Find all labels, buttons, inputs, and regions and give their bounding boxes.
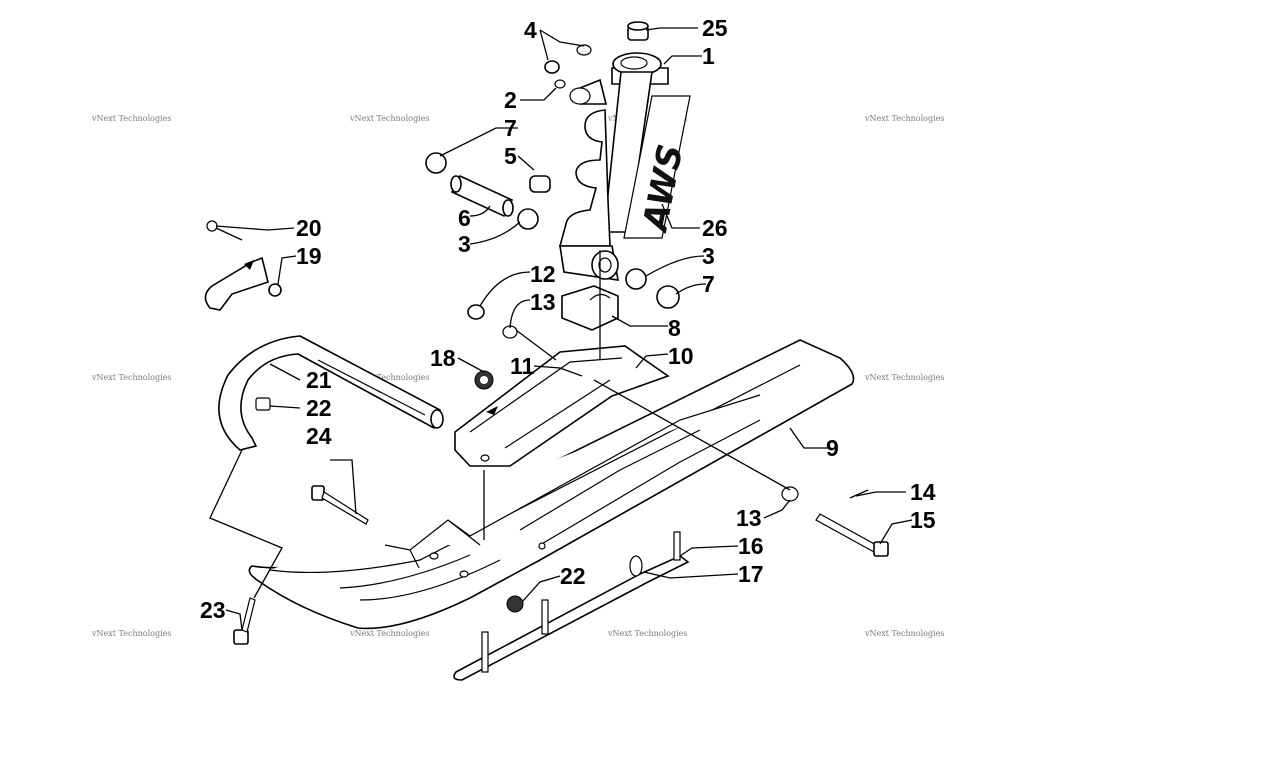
callout-25: 25	[702, 15, 728, 41]
callout-16: 16	[738, 533, 764, 559]
block-8	[561, 285, 619, 331]
callout-17: 17	[738, 561, 764, 587]
watermark: vNext Technologies	[91, 373, 171, 382]
callout-21: 21	[306, 367, 332, 393]
watermark: vNext Technologies	[349, 114, 429, 123]
callout-4: 4	[524, 17, 537, 43]
watermark: vNext Technologies	[91, 114, 171, 123]
bracket-20-19	[204, 220, 282, 311]
ski-9	[248, 339, 855, 630]
callout-3-left: 3	[458, 231, 471, 257]
callouts: 25 1 4 2 7 5 6 3 26 3 7 20 19 12 13 8 18…	[200, 15, 936, 623]
watermark: vNext Technologies	[864, 114, 944, 123]
watermark: vNext Technologies	[864, 373, 944, 382]
callout-22-upper: 22	[306, 395, 332, 421]
watermark: vNext Technologies	[607, 629, 687, 638]
callout-8: 8	[668, 315, 681, 341]
callout-26: 26	[702, 215, 728, 241]
hardware-4-2	[544, 44, 592, 89]
bolt-15-pin-14	[781, 486, 889, 557]
callout-18: 18	[430, 345, 456, 371]
callout-23: 23	[200, 597, 226, 623]
callout-15: 15	[910, 507, 936, 533]
clip-22a	[255, 397, 271, 411]
watermark: vNext Technologies	[349, 629, 429, 638]
callout-20: 20	[296, 215, 322, 241]
bushings-left	[425, 152, 551, 230]
cap-25	[627, 21, 649, 41]
watermark: vNext Technologies	[349, 373, 429, 382]
callout-1: 1	[702, 43, 715, 69]
ski-handle-21	[218, 335, 444, 451]
callout-19: 19	[296, 243, 322, 269]
callout-12: 12	[530, 261, 556, 287]
watermark: vNext Technologies	[864, 629, 944, 638]
runner-16-17	[453, 531, 690, 681]
callout-24: 24	[306, 423, 332, 449]
nut-18	[474, 370, 494, 390]
callout-22-lower: 22	[560, 563, 586, 589]
saddle-10	[454, 345, 670, 467]
callout-13-upper: 13	[530, 289, 556, 315]
bolt-24	[311, 485, 369, 525]
callout-9: 9	[826, 435, 839, 461]
bolt-23	[233, 597, 256, 645]
callout-11: 11	[510, 353, 535, 379]
callout-5: 5	[504, 143, 517, 169]
callout-14: 14	[910, 479, 936, 505]
callout-6: 6	[458, 205, 471, 231]
callout-7-lower: 7	[702, 271, 715, 297]
watermark: vNext Technologies	[91, 629, 171, 638]
callout-2: 2	[504, 87, 517, 113]
callout-13-lower: 13	[736, 505, 762, 531]
callout-3-right: 3	[702, 243, 715, 269]
leader-lines	[209, 27, 913, 631]
callout-7-upper: 7	[504, 115, 517, 141]
nut-22b	[506, 595, 524, 613]
callout-10: 10	[668, 343, 694, 369]
bushings-right	[625, 268, 680, 309]
